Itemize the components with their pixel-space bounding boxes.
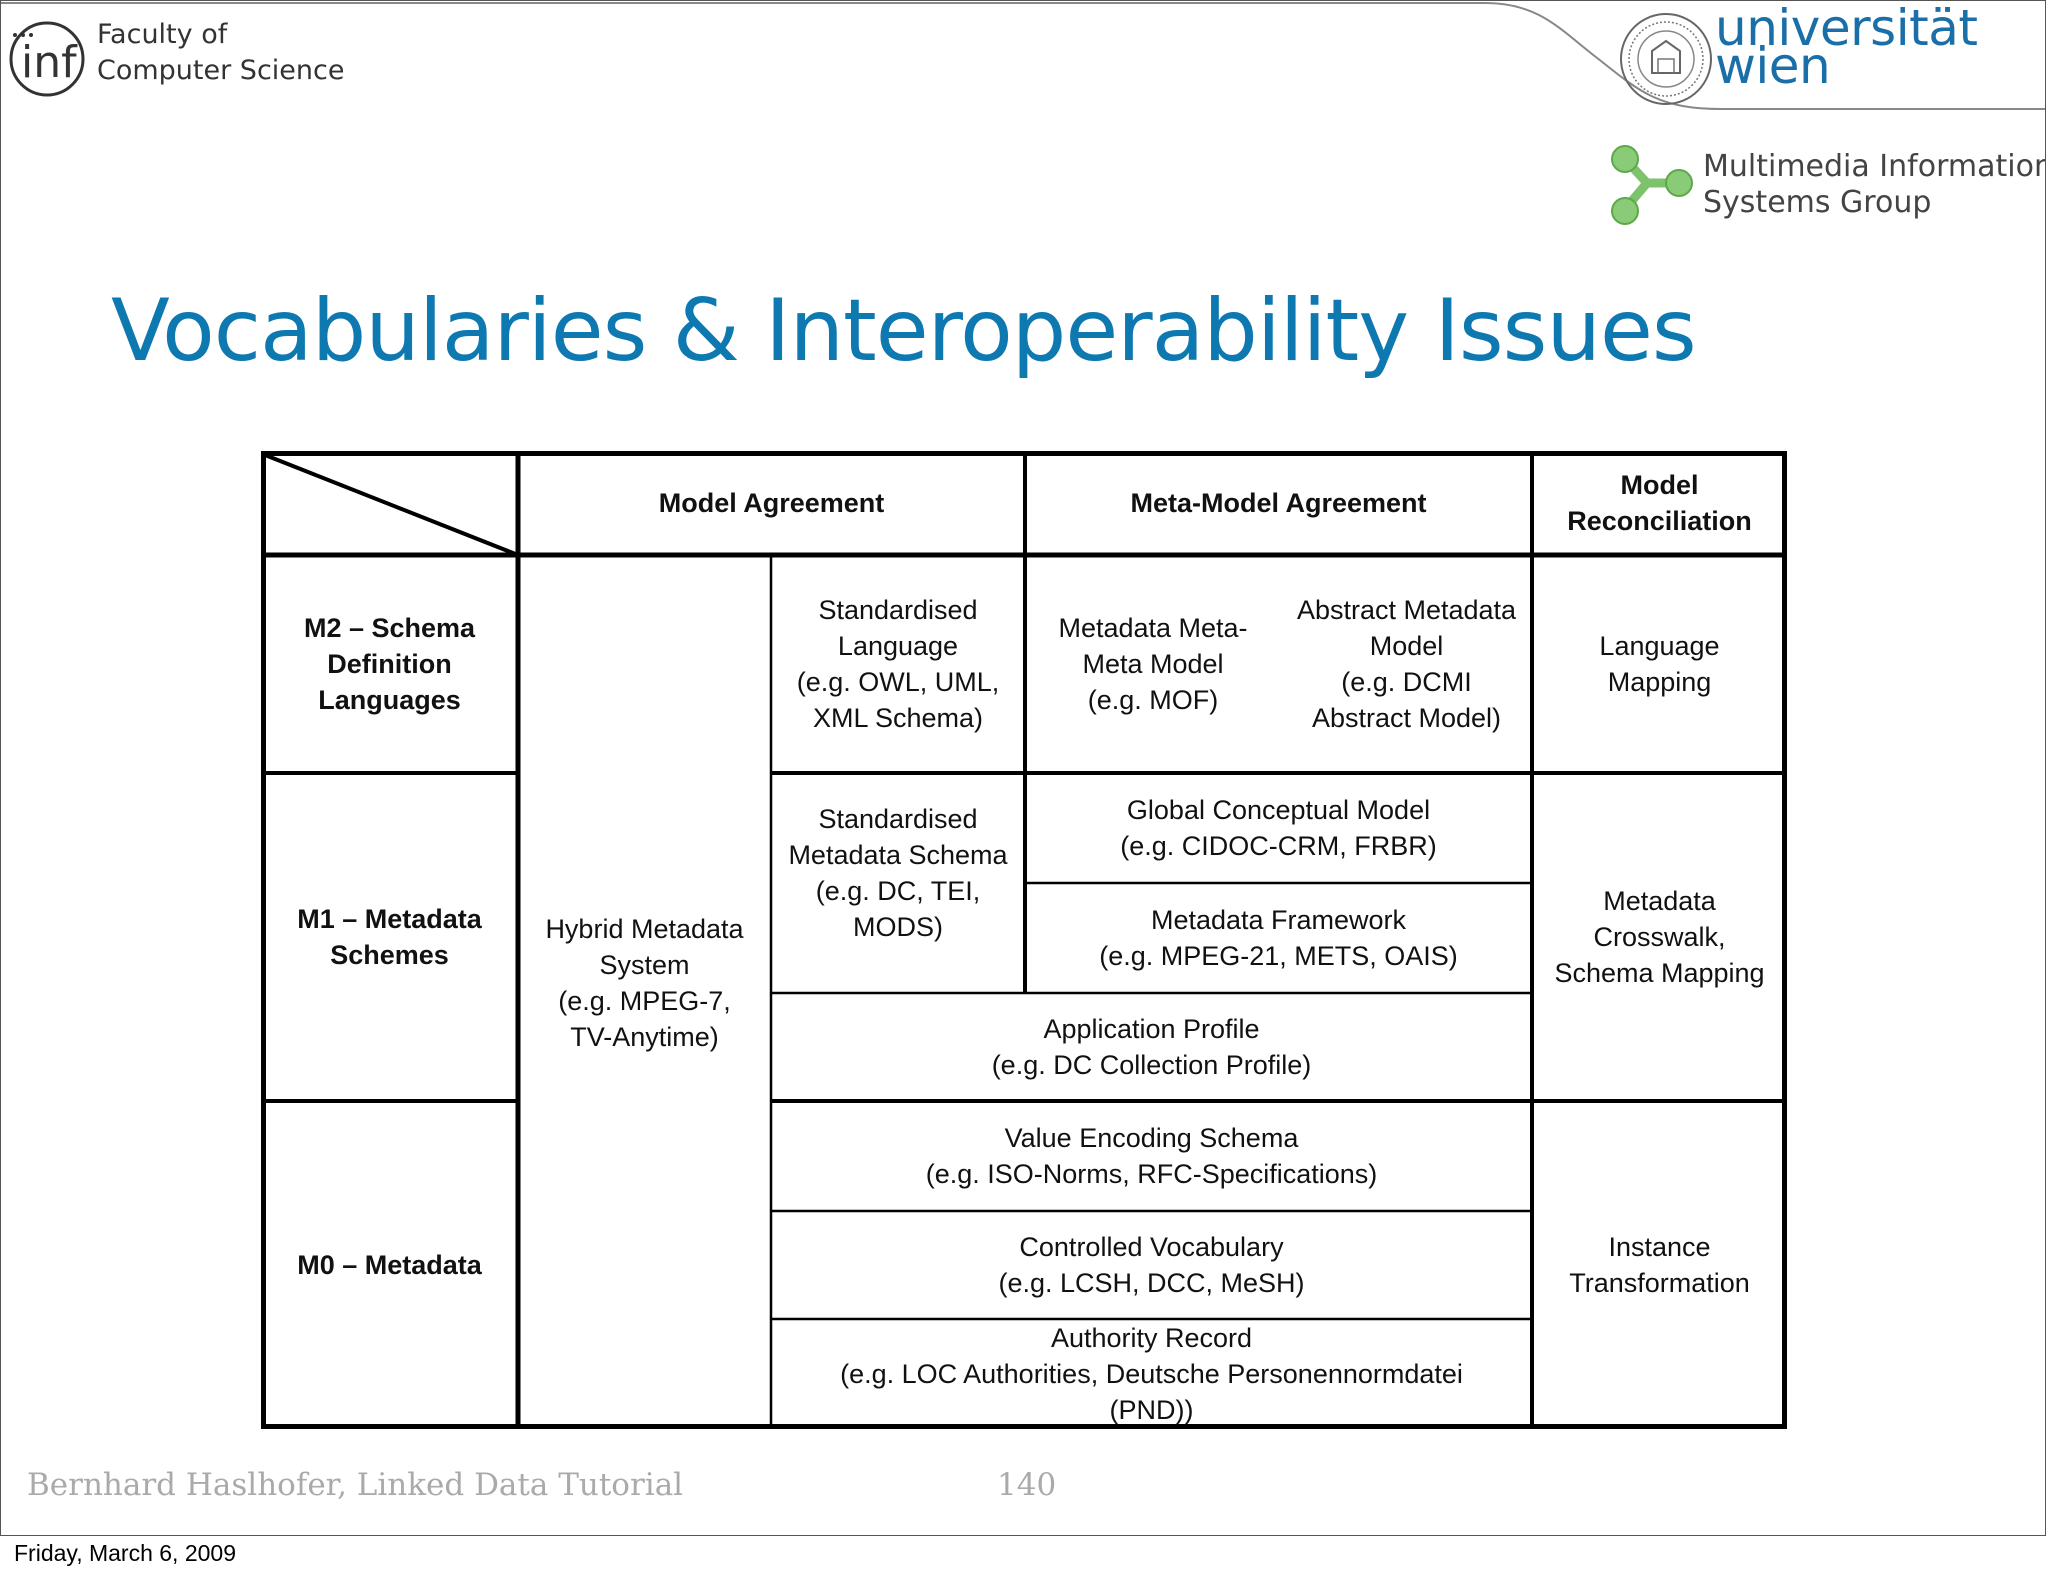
university-name: universität wien: [1715, 0, 1978, 95]
cell-language-mapping-line-2: Mapping: [1607, 667, 1712, 697]
header-meta-model-agreement-text: Meta-Model Agreement: [1130, 488, 1427, 518]
interoperability-table: Model Agreement Meta-Model Agreement Mod…: [261, 451, 1787, 1429]
group-name: Multimedia Information Systems Group: [1703, 149, 2046, 221]
university-line-2: wien: [1715, 37, 1831, 95]
cell-framework-line-2: (e.g. MPEG-21, METS, OAIS): [1099, 941, 1458, 971]
cell-abstract-line-4: Abstract Model): [1311, 703, 1502, 733]
cell-instance-line-1: Instance: [1608, 1232, 1711, 1262]
cell-app-profile-line-1: Application Profile: [1043, 1014, 1260, 1044]
cell-abstract-line-2: Model: [1369, 631, 1444, 661]
cell-hybrid-line-4: TV-Anytime): [570, 1022, 719, 1052]
slide: inf Faculty of Computer Science universi…: [0, 0, 2046, 1536]
cell-std-schema-line-3: (e.g. DC, TEI,: [815, 876, 981, 906]
row-label-m1-line-1: M1 – Metadata: [297, 904, 482, 934]
faculty-line-1: Faculty of: [97, 19, 228, 50]
cell-crosswalk-line-2: Crosswalk,: [1593, 922, 1726, 952]
cell-meta-meta-line-2: Meta Model: [1082, 649, 1224, 679]
cell-app-profile-line-2: (e.g. DC Collection Profile): [991, 1050, 1312, 1080]
group-line-2: Systems Group: [1703, 185, 1932, 220]
cell-crosswalk-line-1: Metadata: [1603, 886, 1716, 916]
cell-authority-line-3: (PND)): [1109, 1395, 1194, 1425]
cell-instance-line-2: Transformation: [1569, 1268, 1750, 1298]
university-line-1: universität: [1715, 0, 1978, 57]
cell-value-encoding-line-2: (e.g. ISO-Norms, RFC-Specifications): [925, 1159, 1378, 1189]
cell-std-language-line-3: (e.g. OWL, UML,: [796, 667, 1000, 697]
header-model-reconciliation-line-2: Reconciliation: [1567, 506, 1752, 536]
cell-controlled-vocabulary: Controlled Vocabulary (e.g. LCSH, DCC, M…: [771, 1211, 1532, 1319]
cell-authority-line-1: Authority Record: [1050, 1323, 1253, 1353]
page-number: 140: [997, 1467, 1057, 1503]
cell-controlled-vocab-line-2: (e.g. LCSH, DCC, MeSH): [998, 1268, 1305, 1298]
cell-hybrid-line-1: Hybrid Metadata: [545, 914, 744, 944]
row-label-m2-line-3: Languages: [318, 685, 461, 715]
cell-abstract-line-1: Abstract Metadata: [1296, 595, 1517, 625]
row-label-m1-line-2: Schemes: [330, 940, 449, 970]
svg-text:inf: inf: [21, 37, 78, 88]
header-model-agreement-text: Model Agreement: [658, 488, 885, 518]
cell-meta-meta-line-3: (e.g. MOF): [1087, 685, 1219, 715]
row-label-m0: M0 – Metadata: [261, 1101, 518, 1429]
cell-std-language-line-4: XML Schema): [812, 703, 984, 733]
cell-instance-transformation: Instance Transformation: [1532, 1101, 1787, 1429]
row-label-m1: M1 – Metadata Schemes: [261, 773, 518, 1101]
cell-global-model-line-2: (e.g. CIDOC-CRM, FRBR): [1120, 831, 1437, 861]
group-line-1: Multimedia Information: [1703, 149, 2046, 184]
header-model-reconciliation: Model Reconciliation: [1532, 451, 1787, 555]
cell-standardised-language: Standardised Language (e.g. OWL, UML, XM…: [771, 555, 1025, 773]
row-label-m0-text: M0 – Metadata: [297, 1250, 482, 1280]
inf-logo-icon: inf: [9, 21, 85, 97]
cell-std-schema-line-2: Metadata Schema: [788, 840, 1008, 870]
cell-authority-record: Authority Record (e.g. LOC Authorities, …: [771, 1319, 1532, 1429]
cell-std-language-line-2: Language: [837, 631, 959, 661]
molecule-logo-icon: [1611, 145, 1693, 225]
cell-global-model-line-1: Global Conceptual Model: [1126, 795, 1431, 825]
faculty-line-2: Computer Science: [97, 55, 345, 86]
cell-application-profile: Application Profile (e.g. DC Collection …: [771, 993, 1532, 1101]
cell-abstract-metadata-model: Abstract Metadata Model (e.g. DCMI Abstr…: [1281, 555, 1532, 773]
header-model-reconciliation-line-1: Model: [1620, 470, 1699, 500]
cell-global-conceptual-model: Global Conceptual Model (e.g. CIDOC-CRM,…: [1025, 773, 1532, 883]
cell-controlled-vocab-line-1: Controlled Vocabulary: [1019, 1232, 1284, 1262]
date-stamp: Friday, March 6, 2009: [14, 1540, 237, 1566]
cell-metadata-crosswalk: Metadata Crosswalk, Schema Mapping: [1532, 773, 1787, 1101]
cell-std-language-line-1: Standardised: [818, 595, 978, 625]
cell-language-mapping: Language Mapping: [1532, 555, 1787, 773]
cell-metadata-framework: Metadata Framework (e.g. MPEG-21, METS, …: [1025, 883, 1532, 993]
cell-hybrid-line-2: System: [599, 950, 690, 980]
header-meta-model-agreement: Meta-Model Agreement: [1025, 451, 1532, 555]
cell-value-encoding-line-1: Value Encoding Schema: [1004, 1123, 1299, 1153]
university-seal-icon: [1620, 13, 1712, 105]
cell-meta-meta-line-1: Metadata Meta-: [1058, 613, 1248, 643]
row-label-m2-line-2: Definition: [327, 649, 452, 679]
header-model-agreement: Model Agreement: [518, 451, 1025, 555]
row-label-m2: M2 – Schema Definition Languages: [261, 555, 518, 773]
slide-title: Vocabularies & Interoperability Issues: [111, 281, 1697, 381]
cell-value-encoding-schema: Value Encoding Schema (e.g. ISO-Norms, R…: [771, 1101, 1532, 1211]
cell-std-schema-line-4: MODS): [853, 912, 943, 942]
cell-hybrid-metadata-system: Hybrid Metadata System (e.g. MPEG-7, TV-…: [518, 871, 771, 1095]
cell-standardised-metadata-schema: Standardised Metadata Schema (e.g. DC, T…: [771, 773, 1025, 993]
cell-authority-line-2: (e.g. LOC Authorities, Deutsche Personen…: [840, 1359, 1463, 1389]
row-label-m2-line-1: M2 – Schema: [303, 613, 476, 643]
cell-crosswalk-line-3: Schema Mapping: [1554, 958, 1765, 988]
header-curve: [1, 2, 2045, 110]
footer-author: Bernhard Haslhofer, Linked Data Tutorial: [27, 1467, 684, 1503]
table-grid: [261, 451, 1787, 1429]
cell-std-schema-line-1: Standardised: [818, 804, 978, 834]
cell-meta-meta-model: Metadata Meta- Meta Model (e.g. MOF): [1025, 555, 1281, 773]
cell-language-mapping-line-1: Language: [1599, 631, 1720, 661]
cell-abstract-line-3: (e.g. DCMI: [1341, 667, 1472, 697]
cell-framework-line-1: Metadata Framework: [1150, 905, 1407, 935]
cell-hybrid-line-3: (e.g. MPEG-7,: [558, 986, 731, 1016]
faculty-name: Faculty of Computer Science: [97, 17, 344, 89]
